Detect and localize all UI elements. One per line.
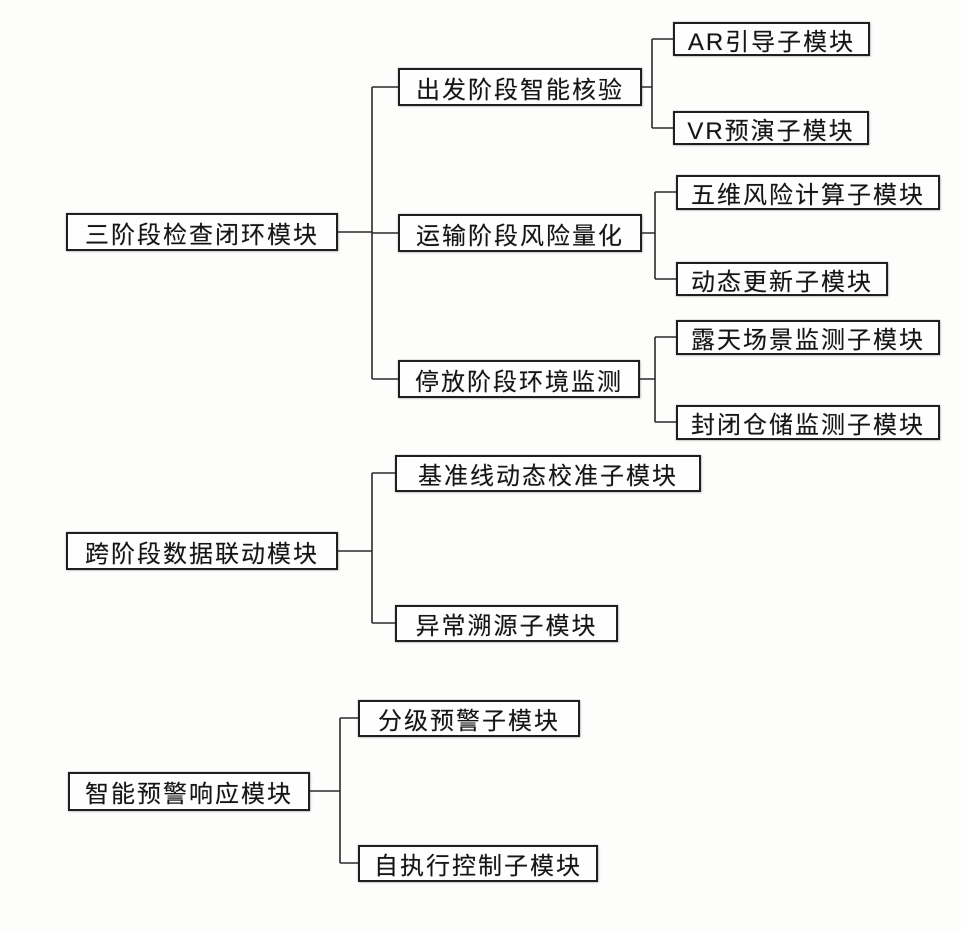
node-cross-stage-data-linkage-module: 跨阶段数据联动模块 — [66, 532, 338, 570]
node-vr-rehearsal-submodule: VR预演子模块 — [673, 111, 869, 145]
connector-transport — [642, 191, 676, 280]
node-graded-warning-submodule: 分级预警子模块 — [358, 700, 580, 737]
node-open-air-scene-monitoring-submodule: 露天场景监测子模块 — [676, 320, 940, 355]
connector-parking — [640, 336, 676, 423]
connector-module2 — [338, 472, 395, 624]
connector-module1 — [338, 86, 398, 380]
node-anomaly-tracing-submodule: 异常溯源子模块 — [395, 605, 618, 642]
connector-departure — [642, 38, 673, 129]
node-parking-stage-environment-monitoring: 停放阶段环境监测 — [398, 360, 640, 398]
node-five-dimension-risk-calc-submodule: 五维风险计算子模块 — [676, 175, 940, 210]
node-baseline-dynamic-calibration-submodule: 基准线动态校准子模块 — [395, 455, 701, 492]
node-enclosed-warehouse-monitoring-submodule: 封闭仓储监测子模块 — [676, 405, 940, 440]
node-transport-stage-risk-quantification: 运输阶段风险量化 — [398, 214, 642, 252]
node-self-executing-control-submodule: 自执行控制子模块 — [358, 845, 598, 882]
node-dynamic-update-submodule: 动态更新子模块 — [676, 262, 888, 296]
connector-module3 — [310, 717, 358, 864]
node-departure-stage-verification: 出发阶段智能核验 — [398, 68, 642, 106]
node-ar-guidance-submodule: AR引导子模块 — [673, 22, 870, 56]
node-three-stage-loop-module: 三阶段检查闭环模块 — [66, 213, 338, 251]
node-intelligent-warning-response-module: 智能预警响应模块 — [68, 772, 310, 811]
